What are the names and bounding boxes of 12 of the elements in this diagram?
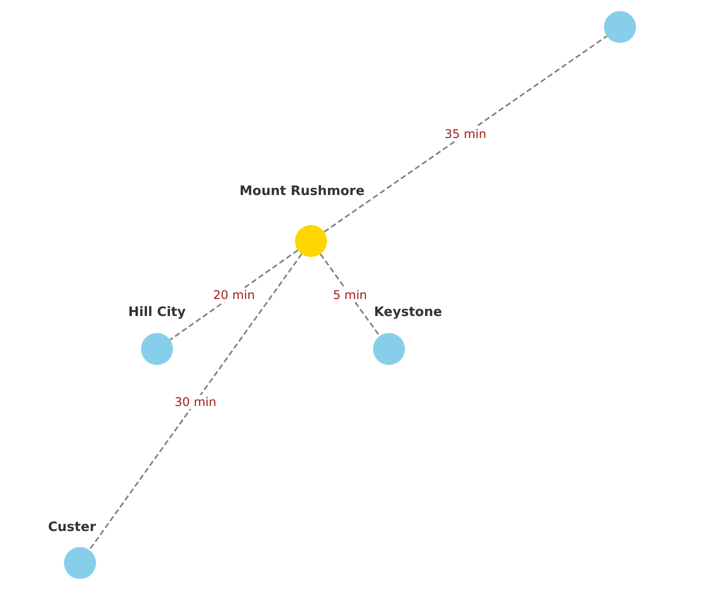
- edge-label: 20 min: [212, 288, 256, 302]
- connector-line: [320, 254, 380, 336]
- connector-line: [324, 35, 608, 233]
- place-label: Custer: [48, 520, 96, 534]
- edge-label: 30 min: [174, 395, 218, 409]
- edge-label: 35 min: [444, 127, 488, 141]
- place-label: Hill City: [128, 304, 186, 320]
- edge-label: 5 min: [332, 288, 368, 302]
- place-label: Mount Rushmore: [239, 184, 365, 198]
- connector-line: [88, 254, 302, 550]
- connector-line: [170, 250, 298, 340]
- place-label: Keystone: [374, 304, 442, 320]
